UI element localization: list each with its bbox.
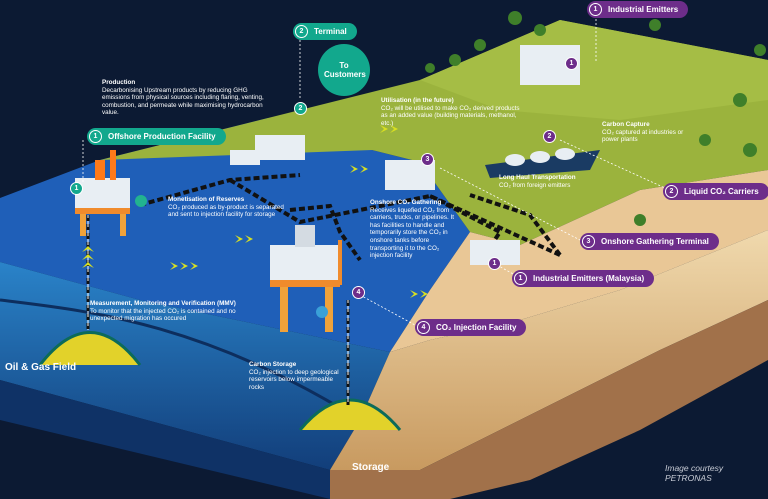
pill-offshore-production-facility: 1 Offshore Production Facility [87, 128, 226, 145]
trees [425, 11, 766, 226]
long-haul-note: Long Haul Transportation CO₂ from foreig… [499, 174, 609, 189]
pill-industrial-emitters: 1 Industrial Emitters [587, 1, 689, 18]
beach [390, 170, 768, 352]
onshore-gathering-note: Onshore CO₂ Gathering Receives liquefied… [370, 199, 464, 260]
marker-onshore-gathering: 3 [421, 153, 434, 166]
pill-terminal: 2 Terminal [293, 23, 357, 40]
offshore-platform [75, 150, 147, 236]
upward-chevrons [82, 246, 94, 268]
pill-label: CO₂ Injection Facility [436, 323, 517, 332]
marker-offshore-production: 1 [70, 182, 83, 195]
pill-onshore-gathering-terminal: 3 Onshore Gathering Terminal [580, 233, 719, 250]
pill-label: Industrial Emitters (Malaysia) [533, 274, 645, 283]
onshore-gathering-title: Onshore CO₂ Gathering [370, 199, 442, 206]
monetisation-title: Monetisation of Reserves [168, 196, 245, 203]
mmv-note: Measurement, Monitoring and Verification… [90, 300, 262, 323]
lng-carrier [485, 148, 600, 178]
pill-label: Industrial Emitters [608, 5, 679, 14]
production-title: Production [102, 79, 136, 86]
long-haul-body: CO₂ from foreign emitters [499, 181, 571, 189]
carbon-capture-body: CO₂ captured at industries or power plan… [602, 128, 684, 144]
utilisation-note: Utilisation (in the future) CO₂ will be … [381, 97, 521, 127]
marker-industrial-emitters-malaysia: 1 [488, 257, 501, 270]
leader-lines [82, 15, 666, 326]
seabed-line [0, 298, 361, 422]
pill-label: Liquid CO₂ Carriers [684, 187, 759, 196]
long-haul-title: Long Haul Transportation [499, 174, 576, 181]
onshore-gathering-body: Receives liquefied CO₂ from carriers, tr… [370, 206, 454, 260]
oil-gas-reservoir [38, 331, 142, 366]
step-number: 2 [295, 25, 308, 38]
pill-industrial-emitters-malaysia: 1 Industrial Emitters (Malaysia) [512, 270, 655, 287]
storage-label: Storage [352, 462, 390, 473]
oil-gas-field-label: Oil & Gas Field [5, 362, 77, 373]
land-upper [420, 20, 768, 120]
pill-co2-injection-facility: 4 CO₂ Injection Facility [415, 319, 527, 336]
carbon-storage-body: CO₂ injection to deep geological reservo… [249, 368, 339, 391]
step-number: 1 [514, 272, 527, 285]
utilisation-title: Utilisation (in the future) [381, 97, 454, 104]
pill-label: Terminal [314, 27, 347, 36]
terminal-buildings [230, 45, 580, 265]
pill-label: Onshore Gathering Terminal [601, 237, 709, 246]
step-number: 3 [582, 235, 595, 248]
carbon-capture-title: Carbon Capture [602, 121, 650, 128]
to-customers-label: To Customers [324, 61, 366, 79]
soil-layer [330, 230, 768, 470]
carbon-storage-title: Carbon Storage [249, 361, 297, 368]
marker-co2-injection: 4 [352, 286, 365, 299]
utilisation-body: CO₂ will be utilised to make CO₂ derived… [381, 104, 520, 127]
left-side [0, 262, 330, 499]
pill-label: Offshore Production Facility [108, 132, 216, 141]
production-note: Production Decarbonising Upstream produc… [102, 79, 270, 117]
carbon-capture-note: Carbon Capture CO₂ captured at industrie… [602, 121, 702, 144]
step-number: 2 [665, 185, 678, 198]
mmv-body: To monitor that the injected CO₂ is cont… [90, 307, 236, 323]
monetisation-body: CO₂ produced as by-product is separated … [168, 203, 284, 219]
pill-liquid-co2-carriers: 2 Liquid CO₂ Carriers [663, 183, 768, 200]
carbon-storage-note: Carbon Storage CO₂ injection to deep geo… [249, 361, 349, 391]
marker-liquid-co2-carriers: 2 [543, 130, 556, 143]
flow-chevrons [170, 125, 428, 298]
step-number: 1 [89, 130, 102, 143]
storage-reservoir [298, 398, 402, 431]
marker-industrial-emitters: 1 [565, 57, 578, 70]
rock-layer [330, 300, 768, 499]
production-body: Decarbonising Upstream products by reduc… [102, 86, 264, 117]
injection-platform [270, 225, 342, 332]
marker-terminal: 2 [294, 102, 307, 115]
image-credit: Image courtesy PETRONAS [665, 463, 724, 483]
to-customers-badge: To Customers [318, 44, 370, 96]
step-number: 1 [589, 3, 602, 16]
mmv-title: Measurement, Monitoring and Verification… [90, 300, 236, 307]
step-number: 4 [417, 321, 430, 334]
monetisation-note: Monetisation of Reserves CO₂ produced as… [168, 196, 288, 219]
